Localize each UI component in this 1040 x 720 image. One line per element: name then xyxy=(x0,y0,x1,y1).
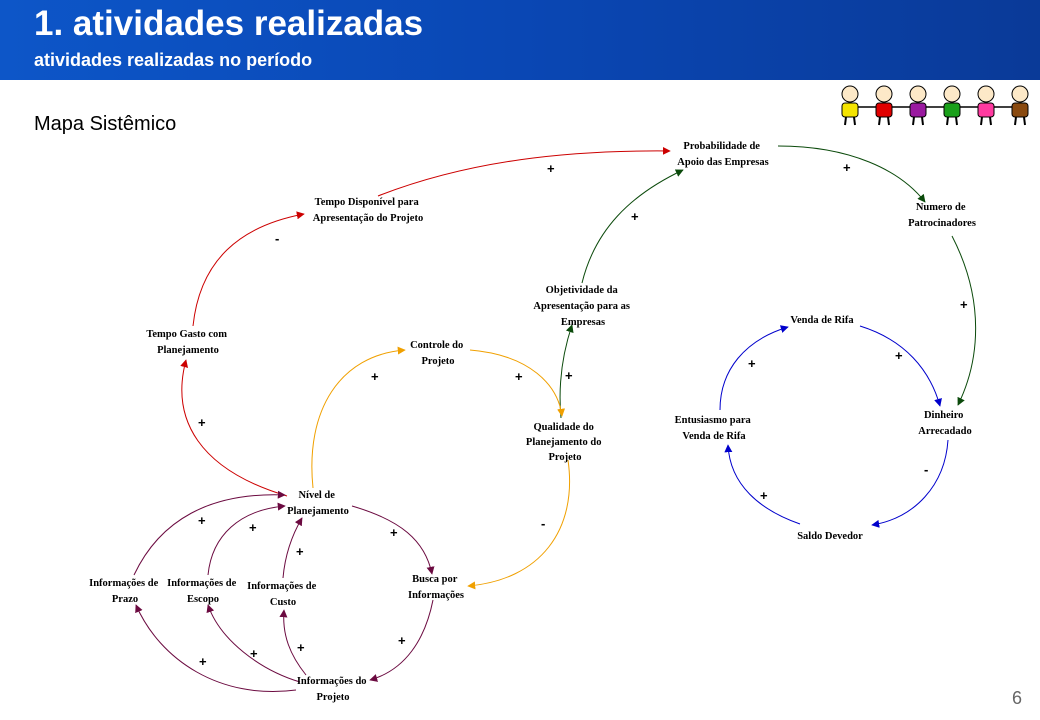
node-saldo-devedor: Saldo Devedor xyxy=(797,531,863,542)
polarity-sign: + xyxy=(371,369,379,384)
node-busca-informacoes: Busca por Informações xyxy=(408,574,464,601)
arrow-venda-to-dinheiro xyxy=(859,325,942,407)
slide-title: 1. atividades realizadas xyxy=(34,4,424,43)
arrow-entusiasmo-to-venda xyxy=(719,325,789,411)
polarity-sign: - xyxy=(924,462,928,477)
arrow-qualidade-to-busca xyxy=(467,459,570,590)
arrow-info-custo-to-nivel xyxy=(282,517,303,579)
polarity-sign: - xyxy=(541,516,545,531)
polarity-sign: + xyxy=(198,513,206,528)
child-figure-pink xyxy=(977,85,995,126)
polarity-sign: + xyxy=(565,368,573,383)
arrow-nivel-to-busca xyxy=(351,505,435,575)
polarity-sign: + xyxy=(297,640,305,655)
child-figure-yellow xyxy=(841,85,859,126)
node-info-prazo: Informações de Prazo xyxy=(89,578,161,605)
arrow-info-projeto-to-info-custo xyxy=(279,609,307,676)
node-dinheiro-arrecadado: Dinheiro Arrecadado xyxy=(918,410,971,437)
node-numero-patrocinadores: Numero de Patrocinadores xyxy=(908,202,976,229)
node-controle-projeto: Controle do Projeto xyxy=(410,340,466,367)
arrow-tempo-disponivel-to-probabilidade xyxy=(377,146,671,197)
polarity-sign: + xyxy=(198,415,206,430)
arrow-info-escopo-to-nivel xyxy=(207,502,286,576)
arrow-objetividade-to-probabilidade xyxy=(581,169,684,284)
polarity-sign: + xyxy=(249,520,257,535)
arrow-tempo-gasto-to-tempo-disponivel xyxy=(192,211,305,327)
polarity-sign: - xyxy=(275,231,279,246)
polarity-sign: + xyxy=(895,348,903,363)
node-info-projeto: Informações do Projeto xyxy=(297,676,369,703)
polarity-sign: + xyxy=(748,356,756,371)
arrow-info-projeto-to-info-escopo xyxy=(206,604,301,683)
children-holding-hands-icon xyxy=(841,85,1029,126)
node-info-custo: Informações de Custo xyxy=(247,581,319,608)
arrow-dinheiro-to-saldo xyxy=(871,439,949,528)
polarity-sign: + xyxy=(390,525,398,540)
node-objetividade: Objetividade da Apresentação para as Emp… xyxy=(533,285,632,328)
polarity-sign: + xyxy=(843,160,851,175)
arrow-controle-to-qualidade xyxy=(469,349,566,417)
polarity-sign: + xyxy=(515,369,523,384)
node-info-escopo: Informações de Escopo xyxy=(167,578,239,605)
slide-header: 1. atividades realizadas atividades real… xyxy=(0,0,1040,80)
polarity-sign: + xyxy=(250,646,258,661)
polarity-sign: + xyxy=(960,297,968,312)
arrow-busca-to-info-projeto xyxy=(369,599,434,682)
arrow-probabilidade-to-numero-patrocinadores xyxy=(777,145,926,203)
node-tempo-disponivel: Tempo Disponível para Apresentação do Pr… xyxy=(313,197,423,224)
arrow-nivel-to-tempo-gasto xyxy=(180,359,288,497)
child-figure-brown xyxy=(1011,85,1029,126)
slide-subtitle: atividades realizadas no período xyxy=(34,50,313,70)
arrow-numero-patrocinadores-to-dinheiro xyxy=(951,235,977,406)
arrow-saldo-to-entusiasmo xyxy=(724,444,801,525)
page-number: 6 xyxy=(1011,688,1022,708)
polarity-sign: + xyxy=(199,654,207,669)
arrow-info-prazo-to-nivel xyxy=(133,490,286,576)
section-title: Mapa Sistêmico xyxy=(34,113,177,135)
node-venda-rifa: Venda de Rifa xyxy=(790,315,854,326)
arrow-info-projeto-to-info-prazo xyxy=(135,604,297,692)
arrow-nivel-to-controle xyxy=(311,346,406,489)
child-figure-purple xyxy=(909,85,927,126)
polarity-sign: + xyxy=(296,544,304,559)
node-probabilidade-apoio: Probabilidade de Apoio das Empresas xyxy=(677,141,768,168)
polarity-sign: + xyxy=(760,488,768,503)
polarity-sign: + xyxy=(547,161,555,176)
node-entusiasmo: Entusiasmo para Venda de Rifa xyxy=(675,415,754,442)
polarity-sign: + xyxy=(631,209,639,224)
child-figure-red xyxy=(875,85,893,126)
node-qualidade-planejamento: Qualidade do Planejamento do Projeto xyxy=(526,422,604,463)
polarity-sign: + xyxy=(398,633,406,648)
child-figure-green xyxy=(943,85,961,126)
node-tempo-gasto: Tempo Gasto com Planejamento xyxy=(146,329,229,356)
node-nivel-planejamento: Nível de Planejamento xyxy=(287,490,349,517)
